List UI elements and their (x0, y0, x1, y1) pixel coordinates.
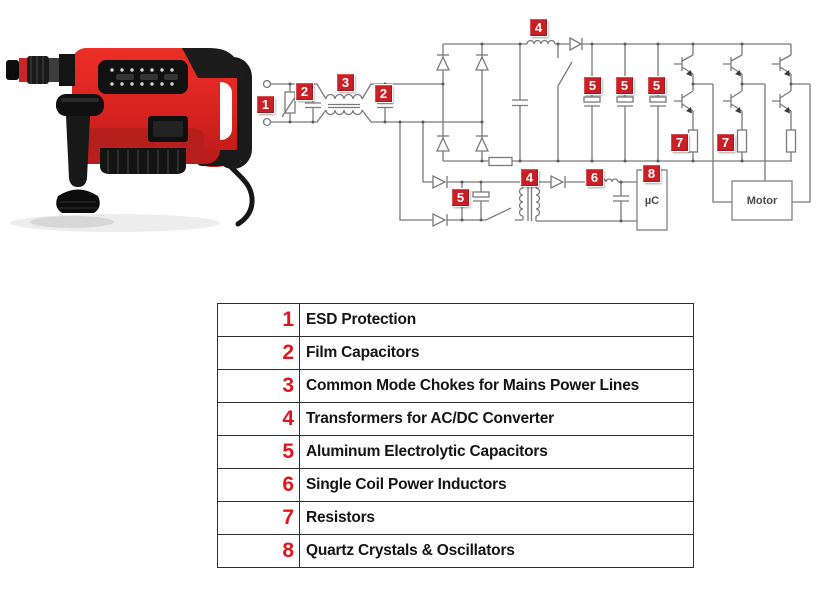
legend-label: Common Mode Chokes for Mains Power Lines (306, 377, 640, 394)
legend-number: 8 (218, 535, 300, 567)
power-inductor-symbol (599, 178, 619, 183)
bridge-rectifier (435, 44, 490, 161)
drill-front-grip (56, 94, 104, 213)
switch-symbol (557, 44, 573, 161)
transformer-symbol (518, 182, 541, 221)
legend-label: Transformers for AC/DC Converter (306, 410, 554, 427)
aux-electrolytic-cap-symbol (472, 191, 490, 198)
legend-label: Single Coil Power Inductors (306, 476, 507, 493)
legend-number: 4 (218, 403, 300, 435)
aux-output-wires (536, 181, 637, 222)
legend-row: 5 Aluminum Electrolytic Capacitors (218, 436, 693, 469)
callout-badge-7a: 7 (671, 134, 688, 151)
callout-badge-5c: 5 (648, 77, 665, 94)
callout-badge-2: 2 (296, 83, 313, 100)
legend-label: Resistors (306, 509, 375, 526)
legend-row: 2 Film Capacitors (218, 337, 693, 370)
input-terminal-top (262, 79, 272, 89)
motor-label: Motor (746, 194, 778, 207)
legend-row: 4 Transformers for AC/DC Converter (218, 403, 693, 436)
callout-badge-2b: 2 (375, 85, 392, 102)
callout-badge-8: 8 (643, 165, 660, 182)
callout-badge-3: 3 (337, 74, 354, 91)
legend-label: ESD Protection (306, 311, 417, 328)
callout-badge-1: 1 (257, 96, 274, 113)
callout-badge-4: 4 (530, 19, 547, 36)
legend-row: 7 Resistors (218, 502, 693, 535)
callout-badge-5a: 5 (584, 77, 601, 94)
legend-row: 8 Quartz Crystals & Oscillators (218, 535, 693, 567)
drill-chuck (6, 54, 75, 86)
phase-wires (693, 83, 811, 203)
input-terminal-bottom (262, 117, 272, 127)
diagram-canvas (6, 36, 811, 232)
callout-badge-5b: 5 (616, 77, 633, 94)
junction-dots (288, 42, 793, 223)
electrolytic-capacitor-symbols (583, 44, 667, 161)
callout-badge-5d: 5 (452, 189, 469, 206)
legend-row: 1 ESD Protection (218, 304, 693, 337)
boost-inductor-symbol (526, 39, 556, 45)
shunt-resistor-symbol (488, 156, 513, 167)
drill-shadow (10, 214, 220, 232)
legend-table: 1 ESD Protection 2 Film Capacitors 3 Com… (217, 303, 694, 568)
inverter-legs (674, 44, 797, 161)
legend-number: 7 (218, 502, 300, 534)
bus-capacitor-symbol (512, 44, 528, 161)
drill-body (72, 48, 243, 174)
legend-label: Aluminum Electrolytic Capacitors (306, 443, 548, 460)
microcontroller-label: µC (644, 195, 660, 207)
legend-row: 6 Single Coil Power Inductors (218, 469, 693, 502)
mains-wires (271, 83, 482, 123)
legend-number: 6 (218, 469, 300, 501)
aux-diodes (432, 174, 566, 228)
legend-number: 2 (218, 337, 300, 369)
rail-diode-symbol (569, 36, 583, 52)
legend-number: 1 (218, 304, 300, 336)
callout-badge-7b: 7 (717, 134, 734, 151)
common-mode-choke-symbol (325, 93, 363, 116)
legend-number: 3 (218, 370, 300, 402)
legend-label: Film Capacitors (306, 344, 420, 361)
legend-row: 3 Common Mode Chokes for Mains Power Lin… (218, 370, 693, 403)
legend-number: 5 (218, 436, 300, 468)
drill-image (6, 48, 255, 232)
motor-box (731, 180, 793, 221)
callout-badge-4b: 4 (521, 169, 538, 186)
legend-label: Quartz Crystals & Oscillators (306, 542, 515, 559)
callout-badge-6: 6 (586, 169, 603, 186)
circuit-schematic (262, 36, 811, 231)
